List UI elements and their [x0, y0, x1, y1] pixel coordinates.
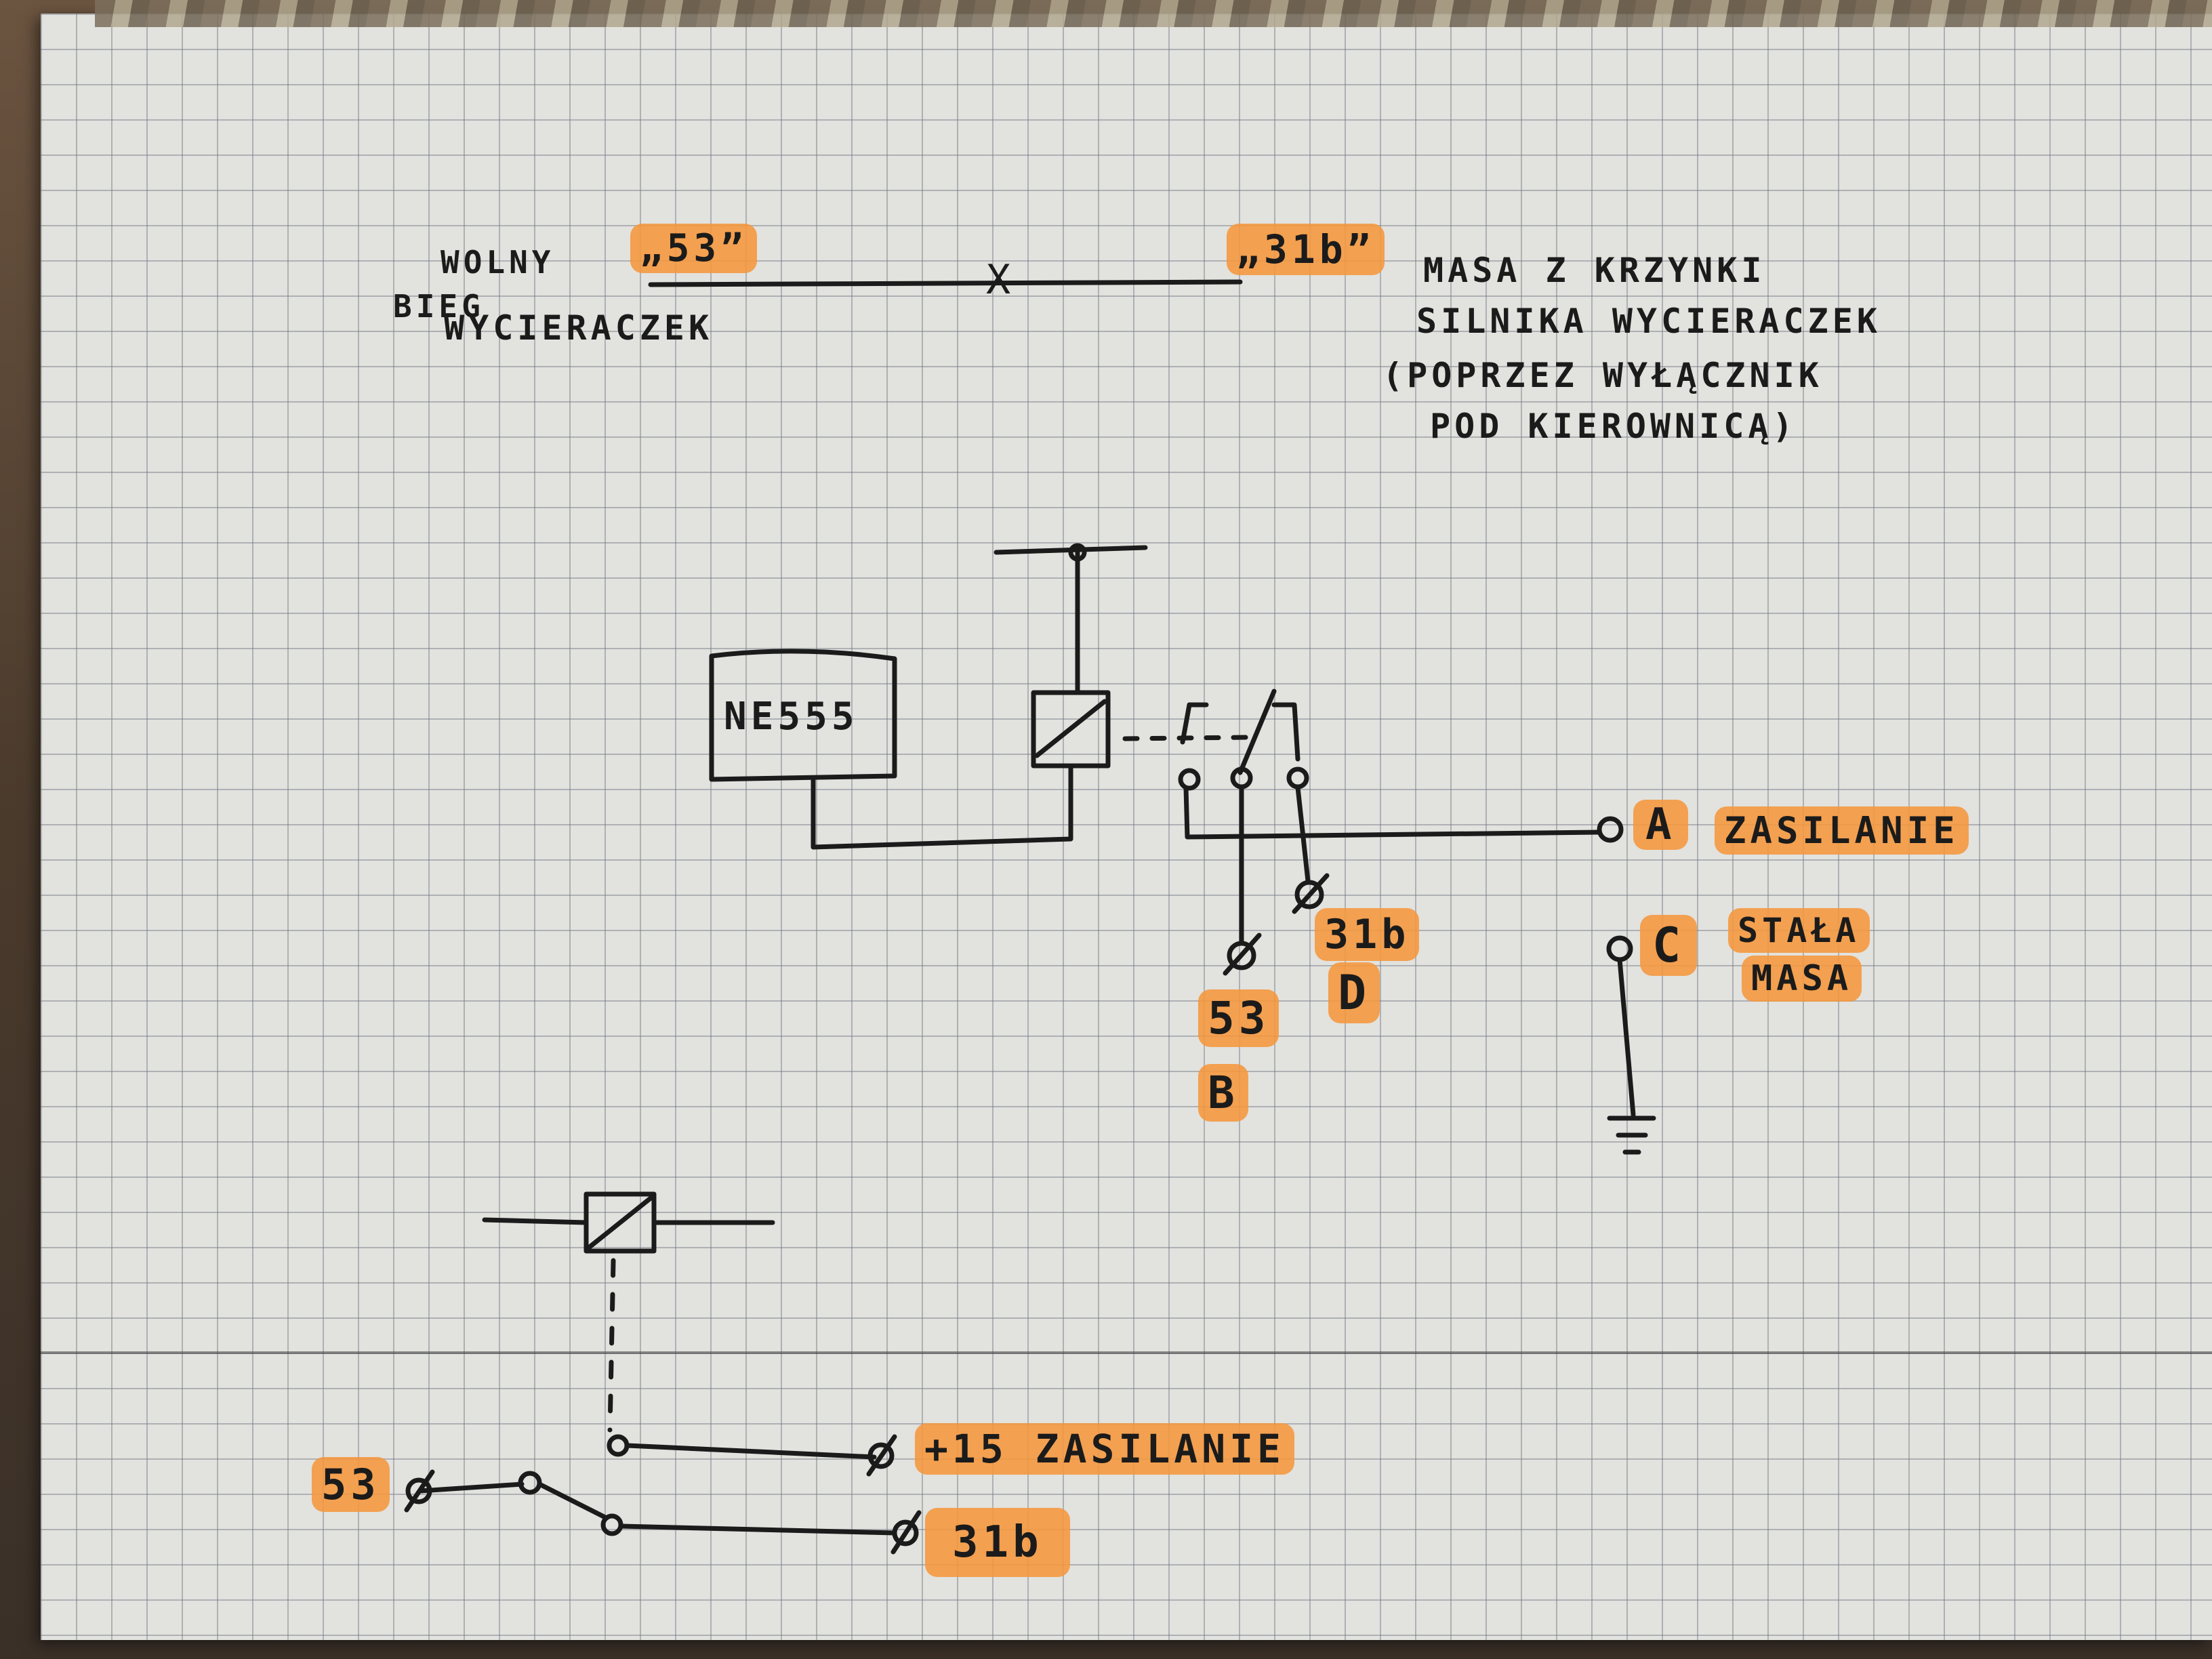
wycieraczek-label: WYCIERACZEK [444, 308, 714, 348]
contact-bracket-right [1271, 702, 1300, 762]
switch-contact-upper [607, 1434, 630, 1457]
top-terminal-53: „53” [630, 224, 757, 273]
wolny-label: WOLNY [441, 244, 555, 281]
relay-mechanical-link [1122, 735, 1250, 741]
terminal-31b-node [1294, 880, 1324, 909]
contact-arm [1237, 689, 1277, 775]
plus15-terminal [867, 1442, 895, 1469]
terminal-53-node [1227, 941, 1256, 970]
bottom-31b-terminal [892, 1519, 919, 1547]
point-c-terminal [1606, 935, 1633, 962]
switch-blade [537, 1481, 609, 1521]
wire-to-terminal-31b [1295, 785, 1311, 884]
relay-supply-node [1068, 543, 1087, 562]
switch-terminal-31b: 31b [925, 1508, 1070, 1577]
contact-no [1286, 766, 1309, 790]
masa-note-line4: POD KIEROWNICĄ) [1430, 407, 1797, 446]
masa-note-line1: MASA Z KRZYNKI [1423, 251, 1766, 290]
ne555-label: NE555 [724, 695, 859, 739]
point-c-masa: MASA [1742, 956, 1862, 1002]
wire-ne555-to-relay [811, 763, 1073, 850]
switch-mechanical-link [607, 1258, 616, 1433]
point-d-letter: D [1328, 962, 1380, 1023]
coil-wire-left [482, 1217, 589, 1225]
point-c-stala: STAŁA [1728, 908, 1870, 953]
wire-to-plus15 [625, 1443, 877, 1460]
masa-note-line2: SILNIKA WYCIERACZEK [1416, 302, 1881, 341]
wire-53-to-31b [648, 279, 1243, 287]
relay-terminal-53: 53 [1198, 989, 1279, 1047]
bieg-label: BIEG [393, 288, 485, 325]
point-b-letter: B [1198, 1064, 1248, 1122]
bottom-53-slash [404, 1469, 435, 1513]
bottom-53-terminal [405, 1477, 432, 1504]
point-a-letter: A [1633, 800, 1688, 850]
wire-53-to-switch [417, 1481, 525, 1494]
torn-paper-edge [95, 0, 2212, 27]
ne555-box [709, 649, 897, 782]
switch-contact-lower [600, 1513, 623, 1536]
paper-fold-line [41, 1351, 2212, 1354]
point-a-zasilanie: ZASILANIE [1715, 806, 1969, 855]
terminal-53-slash [1223, 933, 1262, 976]
contact-nc [1178, 768, 1201, 791]
top-terminal-31b: „31b” [1227, 224, 1385, 275]
plus15-zasilanie: +15 ZASILANIE [915, 1423, 1294, 1475]
contact-bracket-left [1180, 702, 1209, 745]
wire-to-point-a [1183, 785, 1602, 840]
relay-terminal-31b: 31b [1315, 908, 1420, 961]
switch-terminal-53: 53 [312, 1457, 390, 1512]
bottom-31b-slash [890, 1510, 922, 1555]
wire-to-31b [619, 1523, 897, 1536]
point-c-letter: C [1640, 915, 1698, 976]
masa-note-line3: (POPRZEZ WYŁĄCZNIK [1382, 356, 1823, 395]
wire-c-to-ground [1617, 957, 1636, 1118]
cut-mark: X [986, 256, 1015, 304]
bottom-coil-slash [587, 1195, 653, 1250]
plus15-slash [866, 1434, 897, 1477]
point-a-terminal [1597, 816, 1624, 843]
terminal-31b-slash [1292, 873, 1330, 914]
relay-coil-slash [1034, 699, 1107, 758]
